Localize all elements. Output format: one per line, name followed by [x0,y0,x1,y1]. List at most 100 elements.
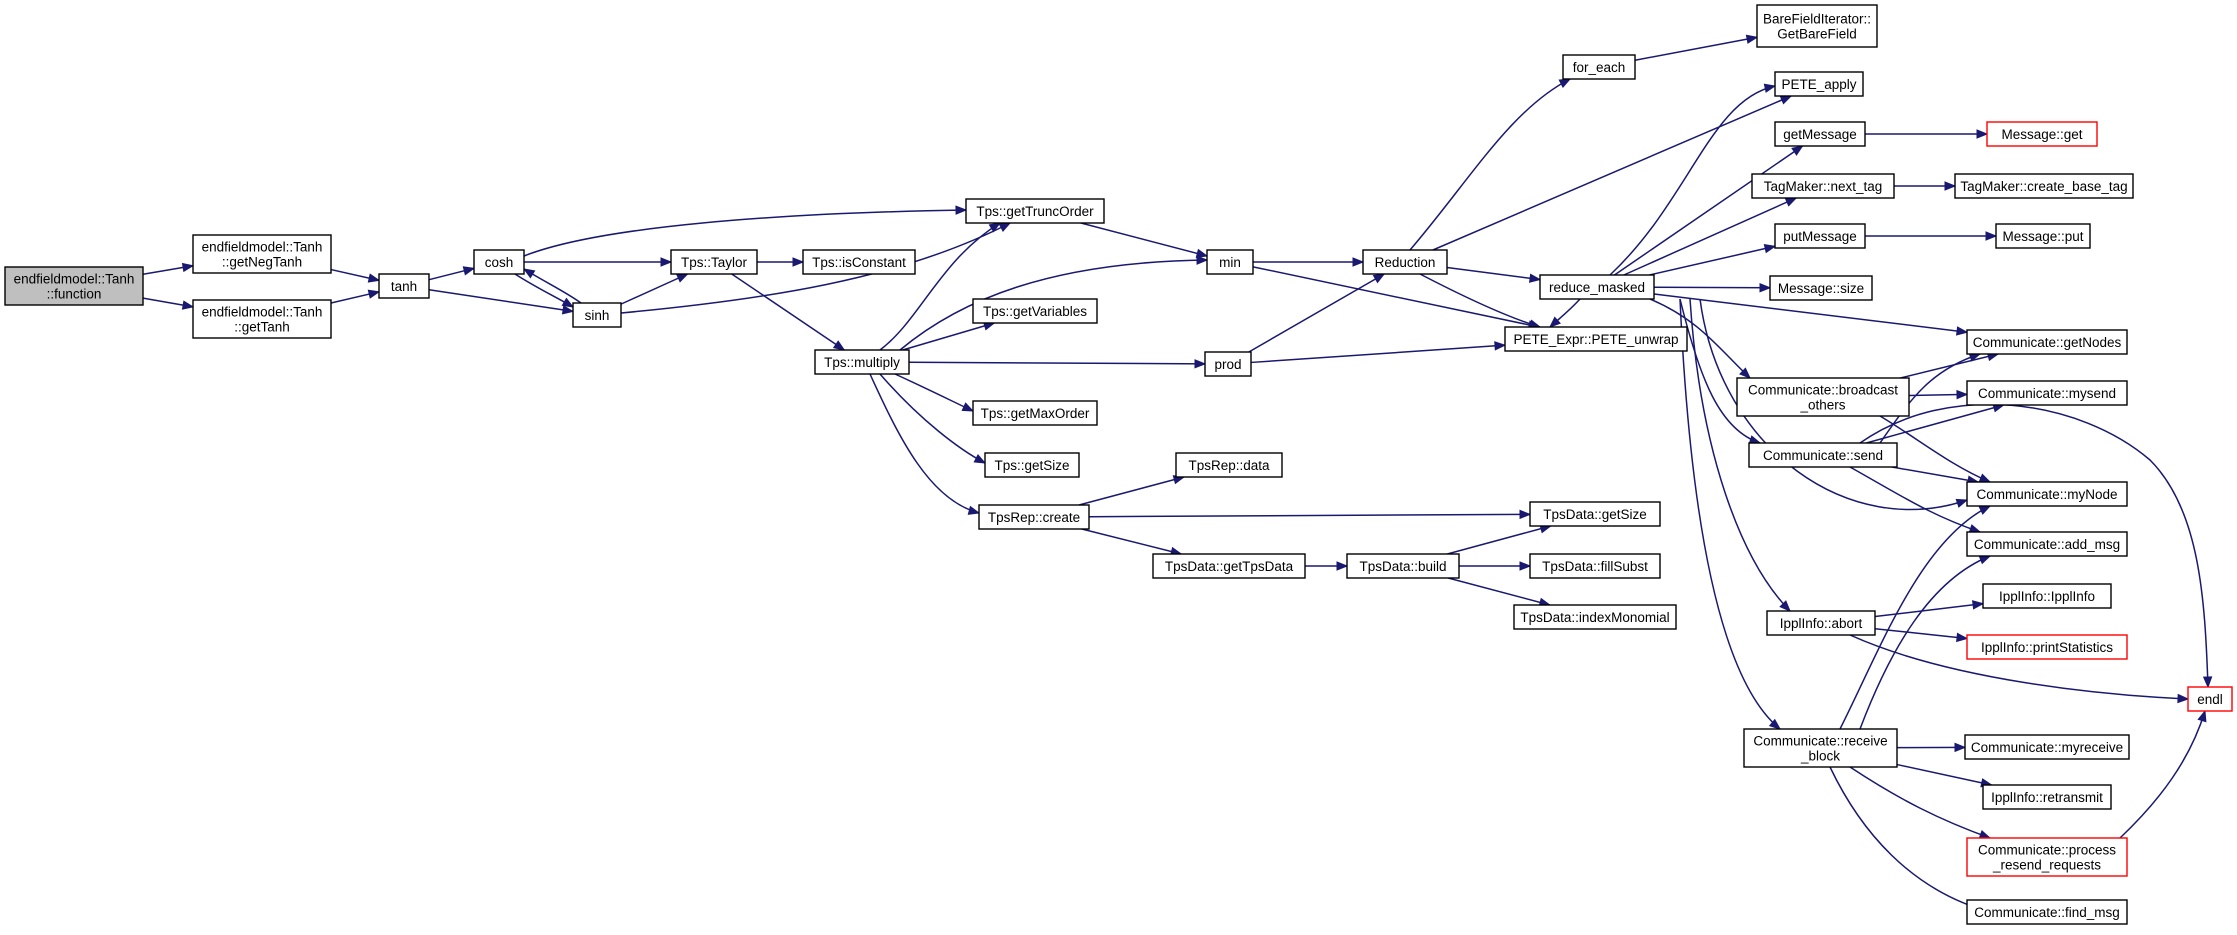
node-reduceMasked[interactable]: reduce_masked [1539,274,1655,300]
node-multiply[interactable]: Tps::multiply [814,349,910,375]
node-indexMonomial[interactable]: TpsData::indexMonomial [1513,604,1677,630]
node-retransmit[interactable]: IpplInfo::retransmit [1982,784,2112,810]
node-label: BareFieldIterator:: [1763,12,1871,27]
edge-receiveBlock-to-findMsg [1829,766,1992,914]
node-broadcast[interactable]: Communicate::broadcast_others [1736,377,1910,417]
node-box [1774,71,1864,97]
node-tpsRepCreate[interactable]: TpsRep::create [978,504,1090,530]
node-reduction[interactable]: Reduction [1362,249,1448,275]
node-getNodes[interactable]: Communicate::getNodes [1966,329,2128,355]
node-fillSubst[interactable]: TpsData::fillSubst [1529,553,1661,579]
edge-line [1874,602,1984,618]
node-ipplInfoCtor[interactable]: IpplInfo::IpplInfo [1982,583,2112,609]
node-box [1966,899,2128,925]
node-box [1743,728,1898,768]
edge-arrowhead [462,266,476,276]
node-box [1986,121,2098,147]
node-label: reduce_masked [1549,280,1645,295]
edge-arrowhead [1519,561,1532,571]
node-getNegTanh[interactable]: endfieldmodel::Tanh::getNegTanh [192,234,332,274]
node-label: TagMaker::create_base_tag [1960,179,2127,194]
edge-reduction-to-peteApply [1432,95,1793,251]
node-label: endfieldmodel::Tanh [202,240,323,255]
node-root[interactable]: endfieldmodel::Tanh::function [4,266,144,306]
edge-line [620,222,1011,314]
node-label: TpsData::getTpsData [1165,559,1294,574]
node-peteApply[interactable]: PETE_apply [1774,71,1864,97]
node-build[interactable]: TpsData::build [1346,553,1460,579]
node-getTruncOrder[interactable]: Tps::getTruncOrder [965,198,1105,224]
node-tanh[interactable]: tanh [378,273,430,299]
edge-commSend-to-mysend [1866,403,2005,444]
edge-line [1081,528,1182,555]
node-sinh[interactable]: sinh [572,302,622,328]
edge-cosh-to-sinh [514,273,575,308]
node-receiveBlock[interactable]: Communicate::receive_block [1743,728,1898,768]
edge-line [1859,403,2209,688]
edge-forEach-to-bareField [1634,34,1759,61]
node-getTpsData[interactable]: TpsData::getTpsData [1152,553,1306,579]
edge-reduceMasked-to-nextTag [1623,197,1798,276]
node-min[interactable]: min [1206,249,1254,275]
edge-arrowhead [181,300,195,310]
edge-arrowhead [1784,197,1798,207]
edge-prod-to-peteUnwrap [1250,341,1507,364]
node-taylor[interactable]: Tps::Taylor [670,249,758,275]
node-msgGet[interactable]: Message::get [1986,121,2098,147]
node-tdGetSize[interactable]: TpsData::getSize [1529,501,1661,527]
edge-sinh-to-cosh [522,268,582,304]
edge-line [1409,78,1571,251]
node-label: PETE_Expr::PETE_unwrap [1513,332,1678,347]
node-msgSize[interactable]: Message::size [1769,275,1873,301]
node-label: sinh [585,308,610,323]
node-processResend[interactable]: Communicate::process_resend_requests [1966,837,2128,877]
edge-line [1080,222,1208,257]
node-box [1504,326,1688,352]
node-getMaxOrder[interactable]: Tps::getMaxOrder [972,400,1098,426]
node-box [1529,553,1661,579]
node-findMsg[interactable]: Communicate::find_msg [1966,899,2128,925]
edge-line [894,373,974,412]
node-printStatistics[interactable]: IpplInfo::printStatistics [1966,634,2128,660]
node-box [1966,837,2128,877]
edge-getTanh-to-tanh [330,289,381,304]
node-label: Communicate::myreceive [1971,740,2123,755]
node-cosh[interactable]: cosh [473,249,525,275]
edge-commSend-to-endl [1859,403,2213,689]
node-msgPut[interactable]: Message::put [1995,223,2091,249]
node-putMessage[interactable]: putMessage [1774,223,1866,249]
node-label: GetBareField [1777,27,1857,42]
node-tpsGetSize[interactable]: Tps::getSize [984,452,1080,478]
edge-line [879,373,986,464]
node-label: TagMaker::next_tag [1764,179,1883,194]
edge-receiveBlock-to-processResend [1849,766,1992,839]
node-getVariables[interactable]: Tps::getVariables [972,298,1098,324]
node-prod[interactable]: prod [1204,351,1252,377]
node-myreceive[interactable]: Communicate::myreceive [1964,734,2130,760]
node-forEach[interactable]: for_each [1562,54,1636,80]
node-tpsRepData[interactable]: TpsRep::data [1175,452,1283,478]
node-myNode[interactable]: Communicate::myNode [1966,481,2128,507]
node-nextTag[interactable]: TagMaker::next_tag [1751,173,1895,199]
node-peteUnwrap[interactable]: PETE_Expr::PETE_unwrap [1504,326,1688,352]
node-createBaseTag[interactable]: TagMaker::create_base_tag [1954,173,2134,199]
node-addMsg[interactable]: Communicate::add_msg [1966,531,2128,557]
edge-arrowhead [2177,693,2190,704]
node-label: Communicate::find_msg [1974,905,2120,920]
edge-line [1699,298,1968,511]
node-label: cosh [485,255,514,270]
node-label: min [1219,255,1241,270]
node-mysend[interactable]: Communicate::mysend [1966,380,2128,406]
nodes-layer: endfieldmodel::Tanh::functionendfieldmod… [4,4,2233,925]
node-getTanh[interactable]: endfieldmodel::Tanh::getTanh [192,299,332,339]
node-isConstant[interactable]: Tps::isConstant [802,249,916,275]
node-box [1774,121,1866,147]
edge-line [1896,763,1992,786]
node-ipplAbort[interactable]: IpplInfo::abort [1766,610,1876,636]
node-endl[interactable]: endl [2187,686,2233,712]
edge-multiply-to-min [899,255,1209,351]
node-label: TpsData::getSize [1543,507,1647,522]
node-bareField[interactable]: BareFieldIterator::GetBareField [1756,4,1878,48]
node-getMessage[interactable]: getMessage [1774,121,1866,147]
node-commSend[interactable]: Communicate::send [1748,442,1898,468]
